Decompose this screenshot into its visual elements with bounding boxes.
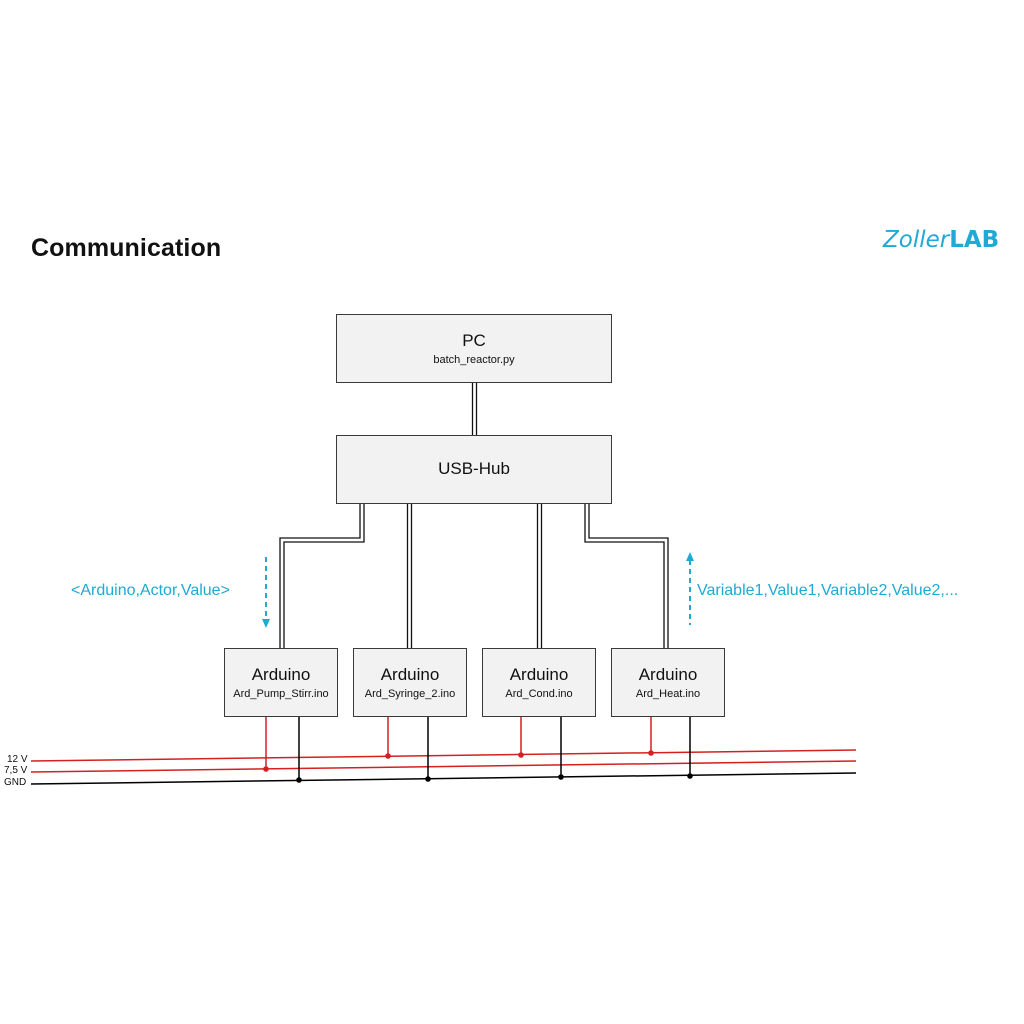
arduino-filename: Ard_Pump_Stirr.ino <box>233 688 329 700</box>
logo-part-2: LAB <box>949 227 1000 253</box>
command-message-format: <Arduino,Actor,Value> <box>71 582 230 599</box>
ard2-power-connection <box>385 717 431 782</box>
rail-gnd-line <box>30 772 857 785</box>
usb-hub-box: USB-Hub <box>336 435 612 504</box>
rail-12v-label: 12 V <box>7 754 28 765</box>
rail-gnd-label: GND <box>4 777 27 788</box>
arduino-filename: Ard_Syringe_2.ino <box>364 688 456 700</box>
usb-cable-hub-ard2 <box>406 504 413 648</box>
arduino-box-pump-stirr: Arduino Ard_Pump_Stirr.ino <box>224 648 338 717</box>
usb-cable-hub-ard3 <box>536 504 543 648</box>
arduino-box-heat: Arduino Ard_Heat.ino <box>611 648 725 717</box>
usb-cable-pc-hub <box>471 383 478 435</box>
rail-12v-line <box>30 749 857 762</box>
logo-part-1: Zoller <box>883 227 950 253</box>
pc-filename: batch_reactor.py <box>433 354 515 366</box>
ard3-power-connection <box>518 717 564 780</box>
arduino-label: Arduino <box>509 665 569 684</box>
usb-hub-label: USB-Hub <box>438 459 510 478</box>
arduino-label: Arduino <box>380 665 440 684</box>
response-message-format: Variable1,Value1,Variable2,Value2,... <box>697 582 959 599</box>
rail-7-5v-line <box>30 760 857 773</box>
arduino-label: Arduino <box>251 665 311 684</box>
rail-7-5v-label: 7,5 V <box>4 765 28 776</box>
usb-cable-hub-ard4 <box>584 504 669 648</box>
arduino-box-syringe: Arduino Ard_Syringe_2.ino <box>353 648 467 717</box>
page-title: Communication <box>31 234 222 262</box>
downward-arrow-icon <box>262 557 270 628</box>
upward-arrow-icon <box>686 552 694 625</box>
pc-label: PC <box>462 331 486 350</box>
arduino-box-cond: Arduino Ard_Cond.ino <box>482 648 596 717</box>
ard4-power-connection <box>648 717 693 779</box>
pc-box: PC batch_reactor.py <box>336 314 612 383</box>
zollerlab-logo: ZollerLAB <box>883 227 999 253</box>
arduino-label: Arduino <box>638 665 698 684</box>
ard1-power-connection <box>263 717 302 783</box>
arduino-filename: Ard_Heat.ino <box>635 688 701 700</box>
arduino-filename: Ard_Cond.ino <box>505 688 573 700</box>
usb-cable-hub-ard1 <box>279 504 365 648</box>
